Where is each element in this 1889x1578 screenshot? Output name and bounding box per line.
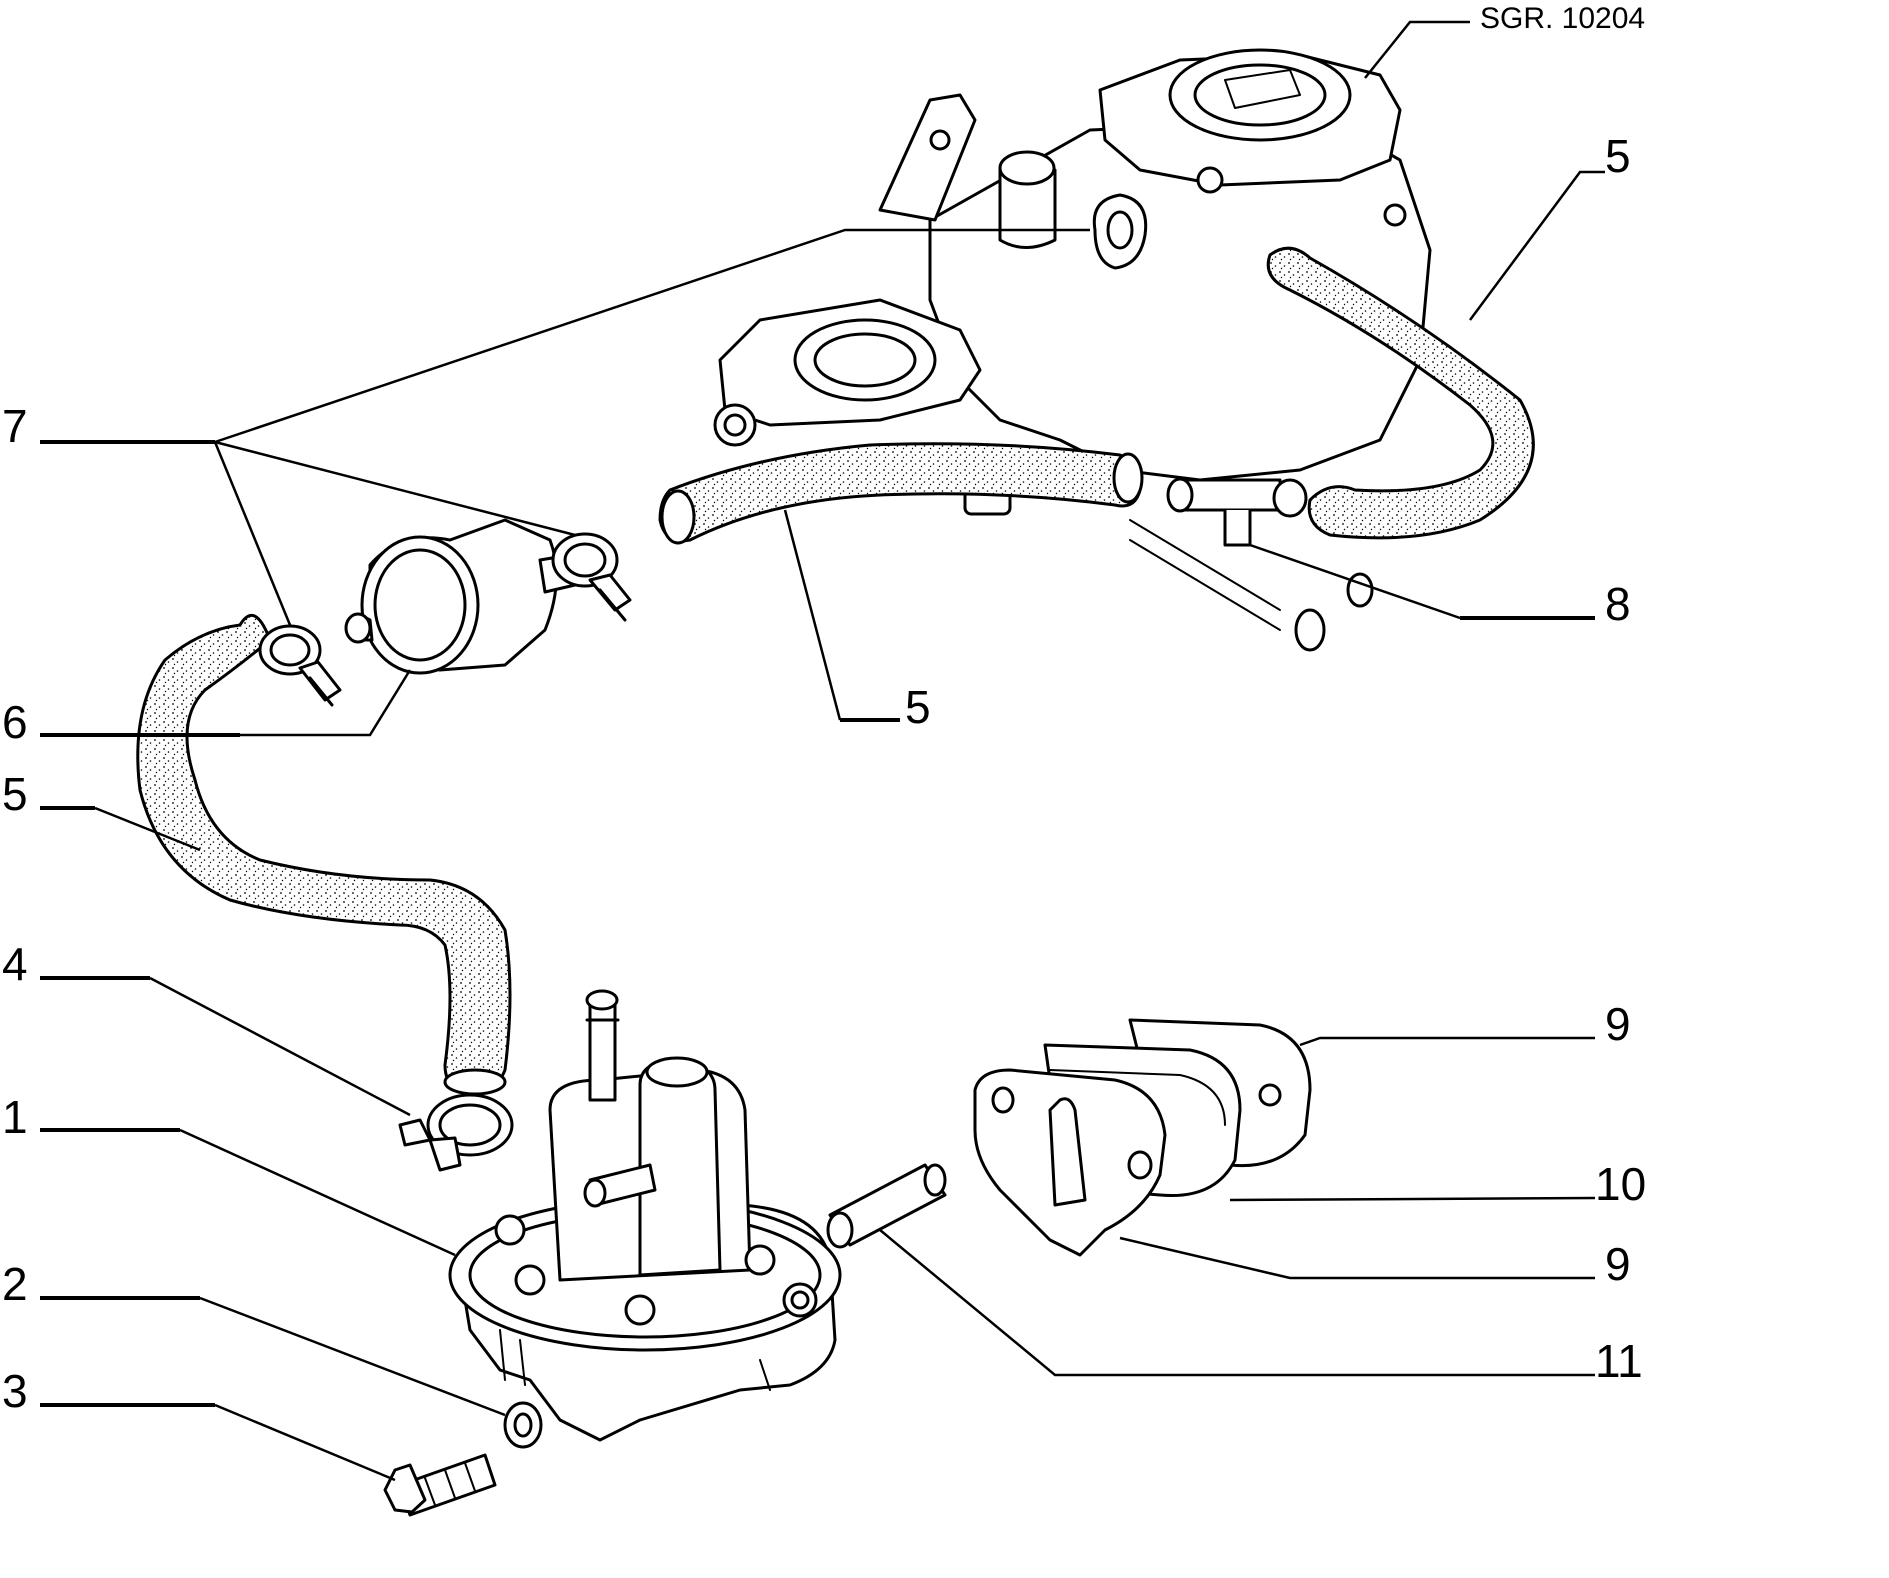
callout-9-top: 9 bbox=[1605, 998, 1631, 1050]
callout-8: 8 bbox=[1605, 578, 1631, 630]
callout-5-middle: 5 bbox=[905, 681, 931, 733]
callout-1: 1 bbox=[2, 1091, 28, 1143]
leader-lines bbox=[40, 20, 1605, 1482]
callout-6: 6 bbox=[2, 696, 28, 748]
callout-9-bottom: 9 bbox=[1605, 1238, 1631, 1290]
fuel-filter bbox=[344, 518, 577, 675]
callout-5-left: 5 bbox=[2, 768, 28, 820]
carburetor-assembly bbox=[713, 48, 1432, 652]
gasket-front bbox=[973, 1068, 1167, 1257]
callout-3: 3 bbox=[2, 1365, 28, 1417]
washer bbox=[503, 1401, 543, 1449]
hose-clamp-lower bbox=[258, 624, 342, 707]
pushrod-pin bbox=[826, 1163, 947, 1249]
fuel-pump bbox=[448, 989, 842, 1442]
callout-11: 11 bbox=[1595, 1335, 1643, 1387]
hose-upper-right bbox=[1266, 246, 1535, 540]
callout-7: 7 bbox=[2, 400, 28, 452]
callout-10: 10 bbox=[1595, 1158, 1646, 1210]
callout-5-upper-right: 5 bbox=[1605, 130, 1631, 182]
callout-2: 2 bbox=[2, 1258, 28, 1310]
callout-4: 4 bbox=[2, 938, 28, 990]
reference-label: SGR. 10204 bbox=[1480, 2, 1645, 35]
hose-clamp-pump bbox=[398, 1093, 514, 1172]
hose-middle bbox=[658, 442, 1144, 545]
bolt bbox=[383, 1453, 497, 1517]
hose-clamp-upper bbox=[551, 532, 632, 622]
